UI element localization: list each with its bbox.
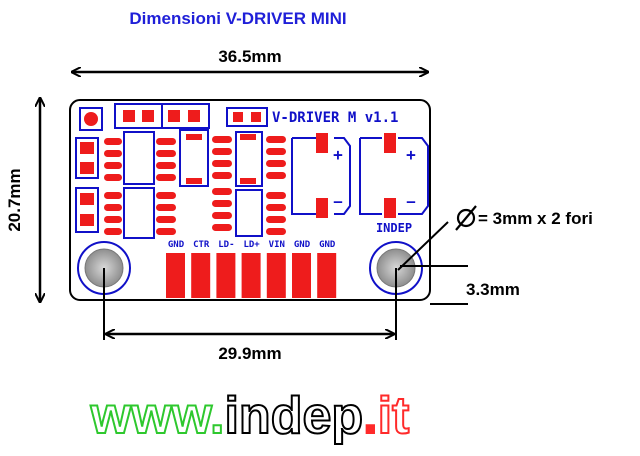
smd-pads <box>104 134 286 235</box>
smd-pad-3 <box>104 174 122 181</box>
smd-pad-28 <box>266 192 286 199</box>
capacitor-right-outline <box>359 137 429 215</box>
hole-spacing-dimension: 29.9mm <box>103 268 397 363</box>
connector-pad-0 <box>166 253 185 298</box>
pcb-board: V-DRIVER M v1.1 + – + – INDEP GND CTR LD- L… <box>69 99 431 301</box>
drawing-title: Dimensioni V-DRIVER MINI <box>129 9 346 28</box>
capacitor-left-outline <box>291 137 351 215</box>
smd-pad-8 <box>104 192 122 199</box>
smd-pad-13 <box>156 204 176 211</box>
pin-labels: GND CTR LD- LD+ VIN GND GND <box>168 240 336 250</box>
hole-diameter-label: = 3mm x 2 fori <box>478 209 593 228</box>
connector-pad-6 <box>317 253 337 298</box>
smd-pad-2 <box>104 162 122 169</box>
url-name: indep <box>224 387 363 445</box>
smd-pad-27 <box>266 172 286 179</box>
height-label: 20.7mm <box>5 168 24 231</box>
smd-pad-35 <box>240 178 256 184</box>
smd-pad-30 <box>266 216 286 223</box>
smd-pad-21 <box>212 200 232 207</box>
connector-pad-3 <box>241 253 261 298</box>
pin-label-0: GND <box>168 240 185 250</box>
pin-label-3: LD+ <box>243 240 260 250</box>
smd-pad-26 <box>266 160 286 167</box>
url-dot: . <box>363 387 377 445</box>
smd-pad-16 <box>212 136 232 143</box>
pin-label-1: CTR <box>193 240 210 250</box>
smd-pad-25 <box>266 148 286 155</box>
diameter-icon <box>455 205 477 231</box>
board-brand: INDEP <box>376 221 412 235</box>
smd-pad-24 <box>266 136 286 143</box>
website-url: www.indep.it <box>90 387 410 445</box>
smd-pad-19 <box>212 172 232 179</box>
cap-left-plus: + <box>333 145 343 164</box>
smd-pad-32 <box>186 134 202 140</box>
hole-offset-label: 3.3mm <box>466 280 520 299</box>
smd-pad-7 <box>156 174 176 181</box>
smd-pad-23 <box>212 224 232 231</box>
cap-left-minus: – <box>334 194 343 210</box>
pin-label-5: GND <box>294 240 311 250</box>
smd-pad-9 <box>104 204 122 211</box>
cap-right-minus: – <box>407 194 416 210</box>
connector-pad-4 <box>266 253 286 298</box>
smd-pad-1 <box>104 150 122 157</box>
cap-right-plus: + <box>406 145 416 164</box>
connector-pads <box>166 253 337 298</box>
smd-pad-5 <box>156 150 176 157</box>
smd-pad-10 <box>104 216 122 223</box>
smd-pad-15 <box>156 228 176 235</box>
smd-pad-33 <box>186 178 202 184</box>
smd-pad-34 <box>240 134 256 140</box>
smd-pad-31 <box>266 228 286 235</box>
smd-pad-4 <box>156 138 176 145</box>
smd-pad-14 <box>156 216 176 223</box>
connector-pad-2 <box>216 253 236 298</box>
height-dimension: 20.7mm <box>5 98 40 302</box>
connector-pad-5 <box>292 253 311 298</box>
smd-pad-22 <box>212 212 232 219</box>
smd-pad-0 <box>104 138 122 145</box>
url-www: www. <box>90 387 225 445</box>
smd-pad-11 <box>104 228 122 235</box>
smd-pad-12 <box>156 192 176 199</box>
hole-offset-dimension: 3.3mm <box>400 265 520 305</box>
pin-label-2: LD- <box>218 240 234 250</box>
smd-pad-29 <box>266 204 286 211</box>
smd-pad-18 <box>212 160 232 167</box>
smd-pad-6 <box>156 162 176 169</box>
smd-pad-20 <box>212 188 232 195</box>
pin-label-4: VIN <box>269 240 285 250</box>
connector-pad-1 <box>191 253 211 298</box>
hole-diameter-callout: = 3mm x 2 fori <box>397 205 593 271</box>
width-dimension: 36.5mm <box>72 47 428 72</box>
pin-label-6: GND <box>319 240 336 250</box>
smd-pad-17 <box>212 148 232 155</box>
board-name: V-DRIVER M v1.1 <box>272 110 398 126</box>
width-label: 36.5mm <box>218 47 281 66</box>
hole-spacing-label: 29.9mm <box>218 344 281 363</box>
url-tld: it <box>378 387 410 445</box>
pad-round <box>84 112 98 126</box>
